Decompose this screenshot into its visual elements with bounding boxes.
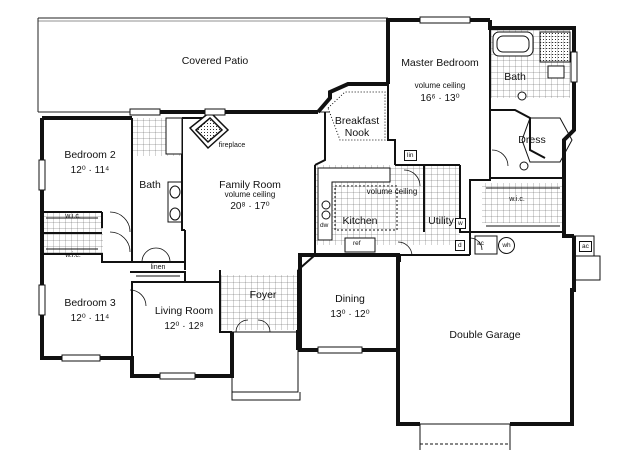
breakfast-nook-label: Breakfast Nook bbox=[334, 115, 380, 139]
bedroom-2-dims: 12⁰ · 11⁴ bbox=[70, 165, 110, 176]
linen-closet-label: lin bbox=[404, 150, 417, 161]
living-room-dims: 12⁰ · 12⁸ bbox=[164, 321, 204, 332]
windows bbox=[38, 16, 578, 380]
washer-label: w bbox=[455, 218, 466, 229]
linen-label: linen bbox=[150, 264, 166, 271]
bedroom-3-dims: 12⁰ · 11⁴ bbox=[70, 313, 110, 324]
nook-bay bbox=[327, 91, 386, 141]
hall-bath-label: Bath bbox=[139, 179, 161, 191]
kitchen-label: Kitchen bbox=[342, 215, 378, 227]
double-garage-label: Double Garage bbox=[449, 329, 521, 341]
family-room-dims: 20⁸ · 17⁰ bbox=[230, 201, 270, 212]
family-room-name: Family Room bbox=[219, 179, 281, 191]
utility-label: Utility bbox=[428, 215, 454, 227]
garage-door bbox=[419, 423, 511, 450]
living-room-name: Living Room bbox=[154, 305, 214, 317]
hall-bath-fixtures bbox=[165, 117, 183, 223]
master-bedroom-note: volume ceiling bbox=[414, 81, 466, 90]
garage-details bbox=[474, 235, 601, 281]
dining-name: Dining bbox=[335, 293, 365, 305]
foyer-label: Foyer bbox=[249, 289, 277, 301]
dress-label: Dress bbox=[518, 134, 546, 146]
water-heater-label: wh bbox=[498, 237, 515, 254]
ac-unit-label: ac bbox=[477, 240, 484, 247]
wic-2-label: w.i.c. bbox=[65, 252, 81, 259]
family-room-note: volume ceiling bbox=[224, 190, 276, 199]
master-bath-label: Bath bbox=[504, 71, 526, 83]
fireplace-symbol bbox=[188, 110, 230, 150]
outdoor-ac-label: ac bbox=[579, 241, 592, 252]
kitchen-counters bbox=[317, 167, 398, 253]
door-swings bbox=[109, 149, 509, 333]
dryer-label: d bbox=[455, 240, 465, 251]
closet-shelves bbox=[46, 187, 560, 277]
entry-porch bbox=[231, 331, 301, 401]
bedroom-2-name: Bedroom 2 bbox=[64, 149, 116, 161]
covered-patio-label: Covered Patio bbox=[181, 55, 249, 67]
bedroom-3-name: Bedroom 3 bbox=[64, 297, 116, 309]
master-bedroom-dims: 16⁶ · 13⁰ bbox=[420, 93, 460, 104]
master-bedroom-name: Master Bedroom bbox=[401, 57, 479, 69]
interior-walls bbox=[42, 28, 564, 376]
fireplace-label: fireplace bbox=[218, 142, 246, 149]
refrigerator-label: ref bbox=[353, 240, 361, 247]
kitchen-note: volume ceiling bbox=[366, 187, 418, 196]
wic-1-label: w.i.c. bbox=[65, 213, 81, 220]
dishwasher-label: dw bbox=[320, 222, 329, 229]
master-wic-label: w.i.c. bbox=[509, 196, 525, 203]
dining-dims: 13⁰ · 12⁰ bbox=[330, 309, 370, 320]
master-bath-fixtures bbox=[492, 31, 573, 171]
